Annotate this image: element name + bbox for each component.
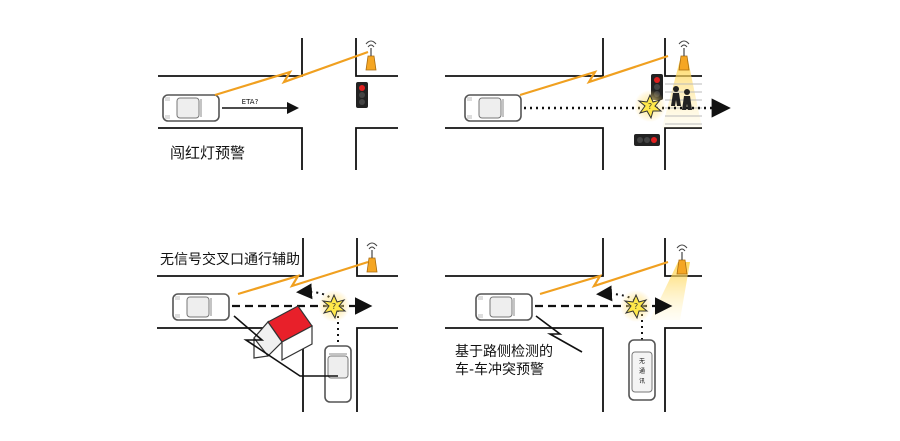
panel-label-line2: 车-车冲突预警 xyxy=(455,361,544,378)
panel-unsignalized-intersection: 无信号交叉口通行辅助 xyxy=(157,238,398,412)
collision-star-icon xyxy=(619,289,653,323)
lightning-signal-icon xyxy=(214,50,369,97)
collision-star-icon xyxy=(633,89,667,123)
car-icon xyxy=(464,94,522,122)
detection-beam xyxy=(662,60,702,128)
lightning-signal-icon xyxy=(519,54,669,97)
lightning-signal-icon xyxy=(233,315,338,377)
traffic-light-icon xyxy=(634,134,660,146)
lightning-signal-icon xyxy=(539,260,669,296)
car-icon xyxy=(172,293,230,321)
car-tag: 讯 xyxy=(639,377,645,385)
rsu-antenna-icon xyxy=(366,242,378,273)
car-icon: 无 通 讯 xyxy=(628,339,656,401)
panel-pedestrian-warning xyxy=(445,38,731,170)
pedestrian-icon xyxy=(671,86,692,110)
car-icon xyxy=(324,345,352,403)
car-tag: 无 xyxy=(639,358,645,365)
panel-roadside-detection-warning: 无 通 讯 基于路侧检测的 车-车冲突预警 xyxy=(445,238,702,412)
lightning-signal-icon xyxy=(237,260,369,296)
traffic-light-icon xyxy=(356,82,368,108)
rsu-antenna-icon xyxy=(676,244,688,275)
lightning-signal-icon xyxy=(535,315,583,353)
collision-star-icon xyxy=(317,289,351,323)
panel-red-light-warning: ETA? 闯红灯预警 xyxy=(158,38,398,170)
intersection-roads xyxy=(445,238,702,412)
panel-label: 无信号交叉口通行辅助 xyxy=(160,251,300,268)
car-icon xyxy=(162,94,220,122)
panel-label-line1: 基于路侧检测的 xyxy=(455,343,553,360)
rsu-antenna-icon xyxy=(365,40,377,71)
car-icon xyxy=(475,293,533,321)
eta-label: ETA? xyxy=(242,98,259,106)
car-tag: 通 xyxy=(639,367,645,375)
panel-label: 闯红灯预警 xyxy=(170,144,245,162)
rsu-antenna-icon xyxy=(678,40,690,71)
